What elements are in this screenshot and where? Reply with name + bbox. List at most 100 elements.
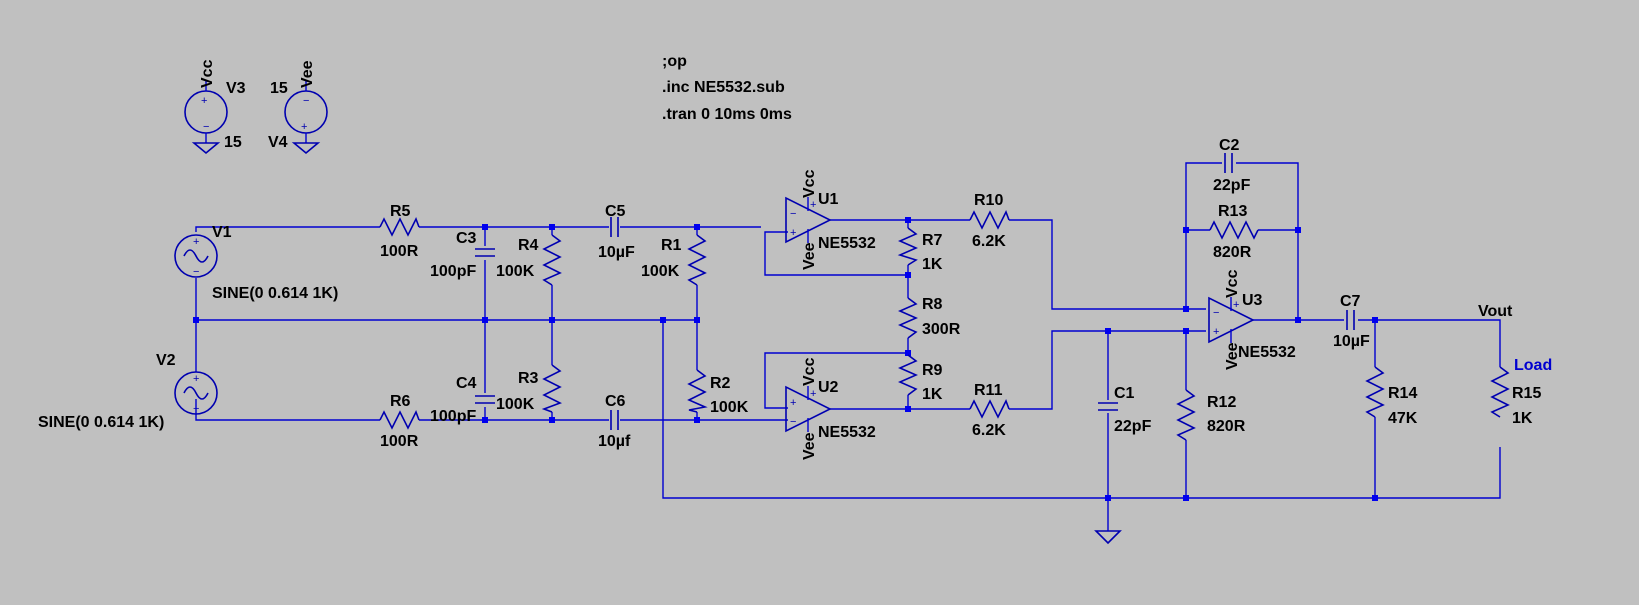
capacitor-c6[interactable]: C6 10µf xyxy=(598,393,631,450)
ground-symbol xyxy=(1094,530,1122,545)
svg-text:U3: U3 xyxy=(1242,292,1263,309)
resistor-r15[interactable]: R15 1K xyxy=(1490,366,1541,427)
svg-text:NE5532: NE5532 xyxy=(818,235,876,252)
svg-text:100K: 100K xyxy=(496,396,535,413)
svg-text:10µF: 10µF xyxy=(1333,333,1370,350)
resistor-r8[interactable]: R8 300R xyxy=(898,296,961,339)
resistor-r7[interactable]: R7 1K xyxy=(897,227,943,273)
svg-text:C3: C3 xyxy=(456,230,477,247)
v3-name: V3 xyxy=(226,80,246,97)
u2-vcc: Vcc xyxy=(801,357,818,386)
svg-text:NE5532: NE5532 xyxy=(1238,344,1296,361)
resistor-r12[interactable]: R12 820R xyxy=(1176,389,1246,441)
resistor-r11[interactable]: R11 6.2K xyxy=(969,382,1010,439)
svg-text:+: + xyxy=(790,227,796,239)
svg-text:C6: C6 xyxy=(605,393,626,410)
v4-net-label: Vee xyxy=(299,60,316,88)
svg-text:10µF: 10µF xyxy=(598,244,635,261)
svg-text:+: + xyxy=(193,373,199,385)
svg-text:−: − xyxy=(1213,307,1219,319)
svg-text:R6: R6 xyxy=(390,393,411,410)
opamp-u1[interactable]: − + + Vcc Vee U1 NE5532 xyxy=(785,169,876,270)
load-label[interactable]: Load xyxy=(1514,357,1552,374)
source-v1[interactable]: + − V1 SINE(0 0.614 1K) xyxy=(174,224,338,302)
svg-text:300R: 300R xyxy=(922,321,961,338)
svg-text:100R: 100R xyxy=(380,243,419,260)
opamp-u2[interactable]: + − + Vcc Vee U2 NE5532 xyxy=(785,357,876,460)
resistor-r9[interactable]: R9 1K xyxy=(898,354,943,403)
capacitor-c7[interactable]: C7 10µF xyxy=(1333,293,1370,350)
spice-directives[interactable]: ;op .inc NE5532.sub .tran 0 10ms 0ms xyxy=(662,53,792,123)
directive-inc[interactable]: .inc NE5532.sub xyxy=(662,79,785,96)
u3-vcc: Vcc xyxy=(1224,269,1241,298)
svg-text:R9: R9 xyxy=(922,362,943,379)
svg-text:100R: 100R xyxy=(380,433,419,450)
directive-op[interactable]: ;op xyxy=(662,53,687,70)
svg-text:R15: R15 xyxy=(1512,385,1541,402)
svg-text:R3: R3 xyxy=(518,370,539,387)
capacitor-c3[interactable]: C3 100pF xyxy=(430,230,495,280)
resistor-r1[interactable]: R1 100K xyxy=(641,234,707,286)
svg-text:+: + xyxy=(810,199,816,211)
svg-text:6.2K: 6.2K xyxy=(972,233,1006,250)
svg-text:−: − xyxy=(303,95,309,107)
svg-text:+: + xyxy=(790,397,796,409)
svg-text:R14: R14 xyxy=(1388,385,1417,402)
v1-value: SINE(0 0.614 1K) xyxy=(212,285,338,302)
svg-text:22pF: 22pF xyxy=(1213,177,1251,194)
svg-text:R7: R7 xyxy=(922,232,943,249)
svg-text:C5: C5 xyxy=(605,203,626,220)
u1-vee: Vee xyxy=(801,242,818,270)
source-v4[interactable]: − + Vee 15 V4 xyxy=(268,60,328,155)
svg-text:−: − xyxy=(193,403,199,415)
opamp-u3[interactable]: − + + Vcc Vee U3 NE5532 xyxy=(1208,269,1296,370)
directive-tran[interactable]: .tran 0 10ms 0ms xyxy=(662,106,792,123)
resistor-r13[interactable]: R13 820R xyxy=(1209,203,1259,261)
vout-net-label[interactable]: Vout xyxy=(1478,303,1513,320)
capacitor-c1[interactable]: C1 22pF xyxy=(1098,385,1152,435)
svg-text:100K: 100K xyxy=(710,399,749,416)
resistor-r10[interactable]: R10 6.2K xyxy=(939,192,1010,250)
resistor-r6[interactable]: R6 100R xyxy=(379,393,420,450)
svg-text:+: + xyxy=(301,121,307,133)
svg-text:U1: U1 xyxy=(818,191,839,208)
resistor-r4[interactable]: R4 100K xyxy=(496,234,562,286)
svg-text:+: + xyxy=(1213,326,1219,338)
resistor-r5[interactable]: R5 100R xyxy=(379,203,420,260)
v2-name: V2 xyxy=(156,352,176,369)
svg-text:1K: 1K xyxy=(922,386,943,403)
capacitor-c5[interactable]: C5 10µF xyxy=(598,203,635,261)
v3-net-label: Vcc xyxy=(199,59,216,88)
svg-text:6.2K: 6.2K xyxy=(972,422,1006,439)
svg-text:R12: R12 xyxy=(1207,394,1236,411)
svg-text:22pF: 22pF xyxy=(1114,418,1152,435)
svg-text:U2: U2 xyxy=(818,379,839,396)
v3-value: 15 xyxy=(224,134,242,151)
u1-vcc: Vcc xyxy=(801,169,818,198)
junctions xyxy=(193,217,1378,501)
v2-value: SINE(0 0.614 1K) xyxy=(38,414,164,431)
resistor-r3[interactable]: R3 100K xyxy=(496,364,562,413)
svg-text:−: − xyxy=(790,208,796,220)
svg-text:820R: 820R xyxy=(1213,244,1252,261)
source-v3[interactable]: + − Vcc V3 15 xyxy=(184,59,246,155)
svg-text:R1: R1 xyxy=(661,237,682,254)
svg-text:+: + xyxy=(193,236,199,248)
svg-text:10µf: 10µf xyxy=(598,433,631,450)
resistor-r14[interactable]: R14 47K xyxy=(1365,366,1418,427)
svg-text:R13: R13 xyxy=(1218,203,1247,220)
svg-text:−: − xyxy=(193,266,199,278)
svg-text:47K: 47K xyxy=(1388,410,1418,427)
svg-text:−: − xyxy=(203,121,209,133)
svg-text:1K: 1K xyxy=(922,256,943,273)
v4-name: V4 xyxy=(268,134,288,151)
source-v2[interactable]: + − V2 SINE(0 0.614 1K) xyxy=(38,352,218,431)
capacitor-c4[interactable]: C4 100pF xyxy=(430,375,495,425)
svg-text:C1: C1 xyxy=(1114,385,1135,402)
resistor-r2[interactable]: R2 100K xyxy=(687,369,749,416)
svg-text:100pF: 100pF xyxy=(430,263,476,280)
svg-text:100pF: 100pF xyxy=(430,408,476,425)
capacitor-c2[interactable]: C2 22pF xyxy=(1213,137,1251,194)
svg-text:+: + xyxy=(201,95,207,107)
